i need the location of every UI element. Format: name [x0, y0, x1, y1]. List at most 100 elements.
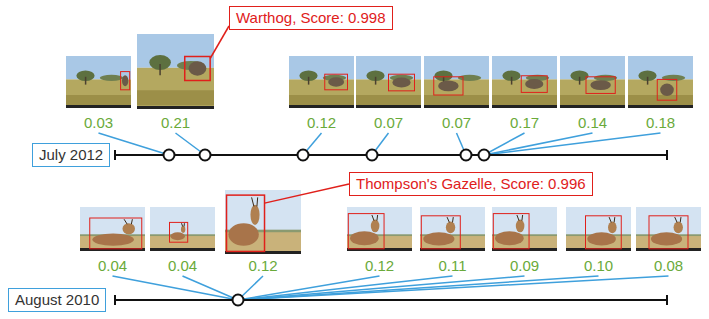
- horn: [609, 217, 611, 222]
- sky: [636, 207, 701, 236]
- detection-box: [493, 214, 529, 249]
- photo-thumbnail: [560, 56, 625, 108]
- warthog: [590, 80, 610, 90]
- detection-box: [657, 79, 677, 100]
- trunk: [647, 77, 649, 85]
- horn: [614, 217, 616, 222]
- gazelle-body: [587, 232, 616, 245]
- axis-tick: [666, 150, 668, 160]
- grass: [628, 79, 693, 108]
- bush: [662, 75, 685, 81]
- detection-box: [421, 216, 460, 249]
- warthog: [328, 77, 344, 86]
- sky: [289, 56, 354, 79]
- bush: [100, 75, 123, 81]
- date-box: August 2010: [8, 288, 106, 312]
- detection-box: [227, 195, 265, 251]
- detection-box: [586, 216, 622, 249]
- gazelle-body: [651, 232, 682, 245]
- grass: [289, 79, 354, 108]
- callout-leader: [265, 184, 349, 203]
- trunk: [375, 77, 377, 85]
- sky: [347, 207, 412, 236]
- sky: [420, 207, 485, 236]
- photo-thumbnail: [225, 190, 301, 254]
- detection-box: [348, 214, 384, 249]
- timeline-axis: [115, 299, 667, 301]
- callout-box: Warthog, Score: 0.998: [229, 6, 393, 30]
- timestamp-bar: [492, 105, 557, 108]
- grass-shade: [289, 95, 354, 105]
- gazelle-body: [92, 233, 134, 245]
- connector-line: [112, 276, 238, 300]
- grass-shade: [66, 95, 131, 105]
- score-label: 0.04: [98, 257, 127, 274]
- gazelle-body: [423, 232, 454, 245]
- photo-thumbnail: [636, 207, 701, 251]
- grass-shade: [137, 90, 214, 105]
- trunk: [308, 77, 310, 85]
- connector-line: [238, 276, 668, 300]
- sky: [628, 56, 693, 79]
- score-label: 0.03: [84, 114, 113, 131]
- horn: [252, 197, 254, 206]
- thumbnails: [66, 34, 701, 254]
- box-text: August 2010: [15, 291, 99, 309]
- sky: [150, 207, 215, 236]
- gazelle-body: [228, 223, 258, 246]
- warthog: [438, 80, 458, 91]
- photo-thumbnail: [566, 207, 631, 251]
- bush: [458, 75, 481, 81]
- detection-box: [185, 57, 210, 81]
- photo-thumbnail: [80, 207, 145, 251]
- gazelle-head: [371, 220, 380, 233]
- event-marker: [479, 150, 490, 161]
- date-box: July 2012: [32, 143, 110, 167]
- score-label: 0.12: [307, 114, 336, 131]
- timestamp-bar: [628, 105, 693, 108]
- grass-shade: [492, 95, 557, 105]
- score-label: 0.07: [442, 114, 471, 131]
- warthog: [392, 78, 410, 88]
- box-text: July 2012: [39, 146, 103, 164]
- event-marker: [298, 150, 309, 161]
- trunk: [159, 64, 161, 75]
- score-label: 0.21: [161, 114, 190, 131]
- score-label: 0.12: [248, 257, 277, 274]
- timestamp-bar: [424, 105, 489, 108]
- timelines: [115, 150, 667, 306]
- horn: [680, 217, 682, 222]
- timestamp-bar: [66, 105, 131, 108]
- timestamp-bar: [560, 105, 625, 108]
- warthog: [660, 84, 674, 96]
- score-label: 0.07: [374, 114, 403, 131]
- gazelle-head: [608, 221, 617, 233]
- photo-thumbnail: [150, 207, 215, 251]
- event-marker: [233, 295, 244, 306]
- horn: [256, 197, 258, 206]
- score-label: 0.11: [438, 257, 466, 274]
- horn: [182, 223, 183, 226]
- horn: [675, 217, 677, 222]
- grass-shade: [424, 95, 489, 105]
- score-label: 0.04: [168, 257, 197, 274]
- score-label: 0.18: [646, 114, 675, 131]
- photo-thumbnail: [492, 207, 557, 251]
- sky: [492, 207, 557, 236]
- photo-thumbnail: [289, 56, 354, 108]
- photo-thumbnail: [137, 34, 214, 109]
- score-label: 0.17: [510, 114, 539, 131]
- gazelle-head: [674, 221, 683, 233]
- score-label: 0.12: [365, 257, 394, 274]
- warthog: [189, 61, 207, 75]
- axis-tick: [114, 150, 116, 160]
- photo-thumbnail: [347, 207, 412, 251]
- score-label: 0.14: [578, 114, 607, 131]
- horn: [521, 215, 523, 221]
- grass-shade: [356, 95, 421, 105]
- photo-thumbnail: [66, 56, 131, 108]
- axis-tick: [666, 295, 668, 305]
- score-label: 0.08: [654, 257, 683, 274]
- box-text: Warthog, Score: 0.998: [236, 9, 386, 27]
